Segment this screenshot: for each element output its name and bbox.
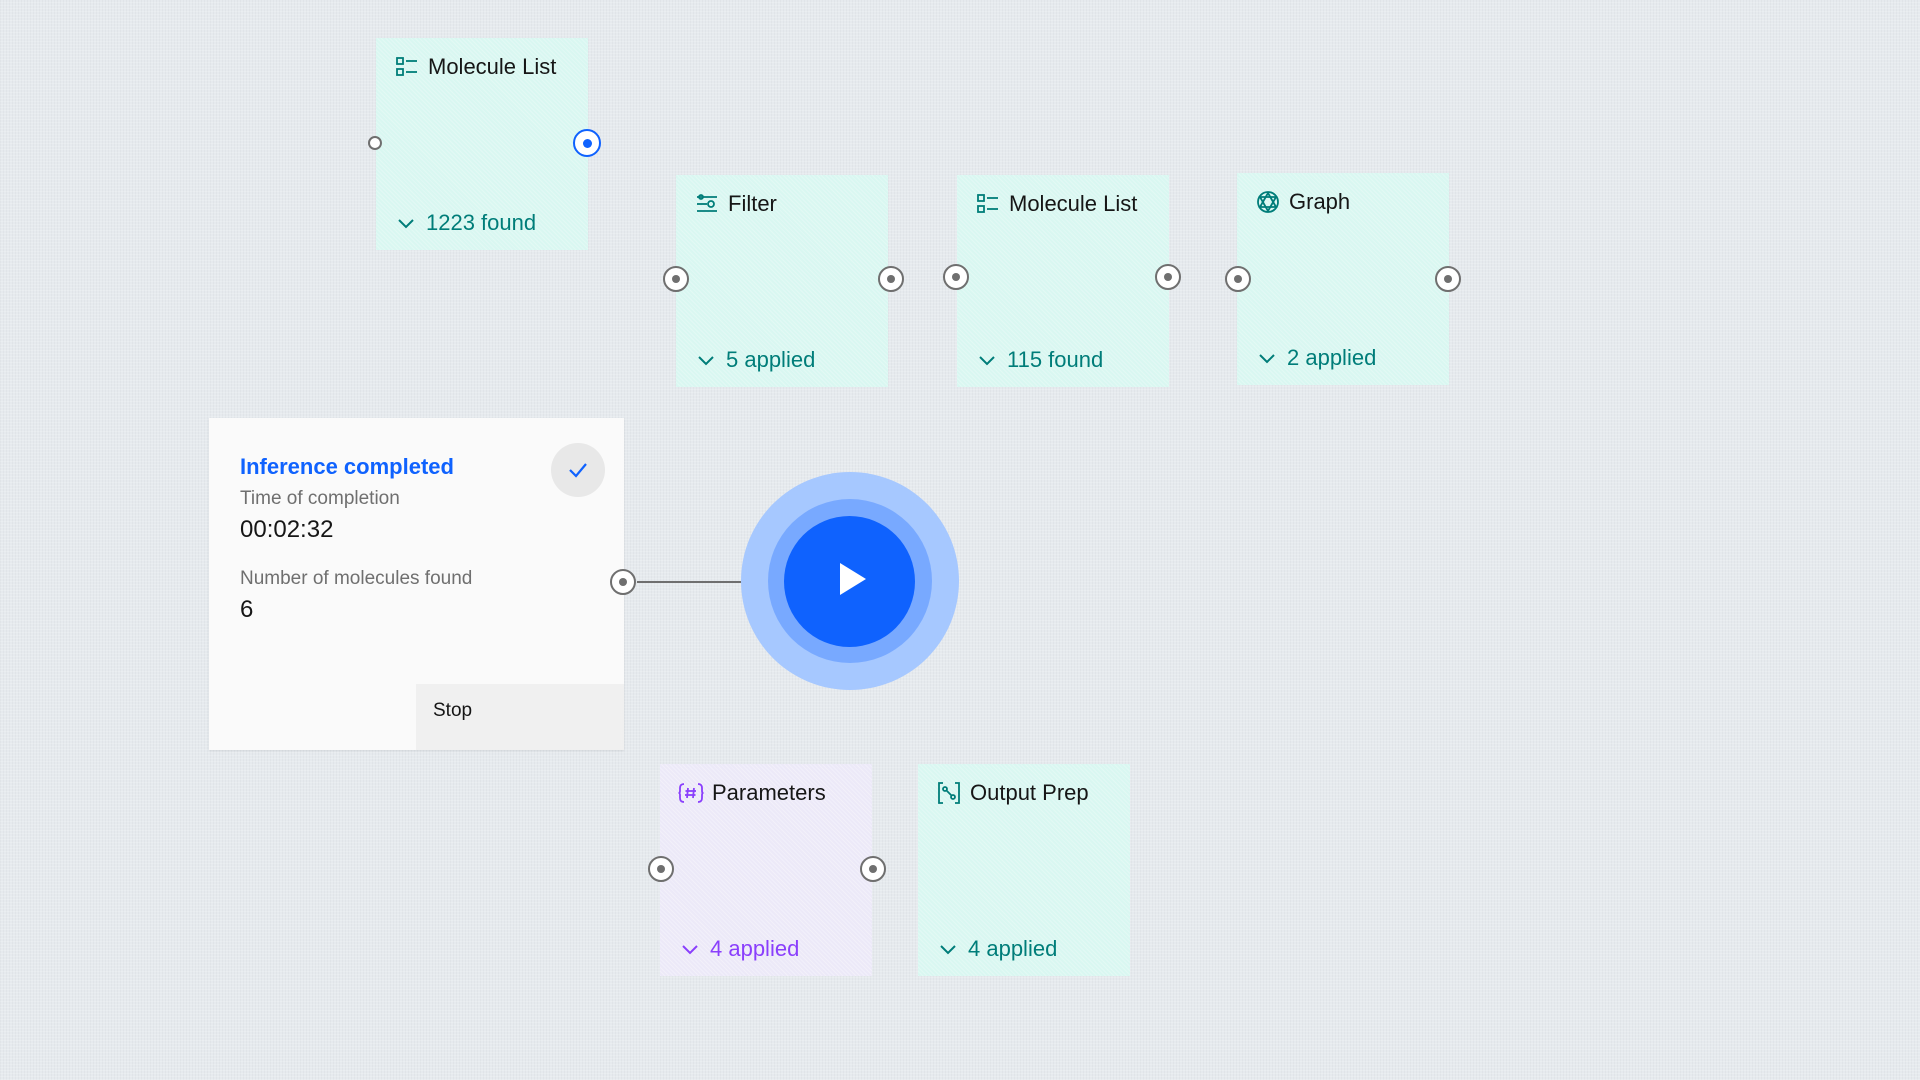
- checkmark-icon: [551, 443, 605, 497]
- node-filter[interactable]: Filter 5 applied: [676, 175, 888, 387]
- node-molecule-list-2[interactable]: Molecule List 115 found: [957, 175, 1169, 387]
- chevron-down-icon[interactable]: [938, 939, 958, 959]
- input-port[interactable]: [648, 856, 674, 882]
- node-molecule-list-1[interactable]: Molecule List 1223 found: [376, 38, 588, 250]
- input-port[interactable]: [368, 136, 382, 150]
- node-footer-count: 4 applied: [710, 936, 800, 961]
- chevron-down-icon[interactable]: [396, 213, 416, 233]
- play-button[interactable]: [784, 516, 915, 647]
- node-title: Filter: [728, 191, 777, 216]
- output-port-active[interactable]: [573, 129, 601, 157]
- chevron-down-icon[interactable]: [1257, 348, 1277, 368]
- output-port[interactable]: [860, 856, 886, 882]
- molecules-found-label: Number of molecules found: [240, 568, 473, 589]
- list-icon: [975, 191, 1001, 217]
- node-title: Output Prep: [970, 780, 1089, 805]
- stop-button[interactable]: Stop: [416, 684, 624, 750]
- node-output-prep[interactable]: Output Prep 4 applied: [918, 764, 1130, 976]
- time-of-completion-label: Time of completion: [240, 488, 400, 509]
- input-port[interactable]: [663, 266, 689, 292]
- input-port[interactable]: [943, 264, 969, 290]
- node-footer-count: 115 found: [1007, 347, 1104, 372]
- node-title: Parameters: [712, 780, 826, 805]
- node-title: Molecule List: [1009, 191, 1138, 216]
- connection-line: [637, 581, 787, 583]
- chevron-down-icon[interactable]: [696, 350, 716, 370]
- node-footer-count: 4 applied: [968, 936, 1058, 961]
- chevron-down-icon[interactable]: [680, 939, 700, 959]
- output-prep-icon: [936, 780, 962, 806]
- output-port[interactable]: [1435, 266, 1461, 292]
- node-footer-count: 1223 found: [426, 210, 537, 235]
- play-icon: [830, 559, 870, 604]
- node-parameters[interactable]: Parameters 4 applied: [660, 764, 872, 976]
- node-footer-count: 2 applied: [1287, 345, 1377, 370]
- parameters-icon: [678, 780, 704, 806]
- chevron-down-icon[interactable]: [977, 350, 997, 370]
- filter-icon: [694, 191, 720, 217]
- molecules-found-value: 6: [240, 596, 254, 623]
- output-port[interactable]: [1155, 264, 1181, 290]
- node-title: Graph: [1289, 189, 1351, 214]
- node-graph[interactable]: Graph 2 applied: [1237, 173, 1449, 385]
- output-port[interactable]: [878, 266, 904, 292]
- input-port[interactable]: [1225, 266, 1251, 292]
- inference-status-title: Inference completed: [240, 454, 454, 479]
- graph-icon: [1255, 189, 1281, 215]
- node-title: Molecule List: [428, 54, 557, 79]
- list-icon: [394, 54, 420, 80]
- inference-status-card: Inference completed Time of completion 0…: [209, 418, 624, 750]
- time-of-completion-value: 00:02:32: [240, 516, 334, 543]
- node-footer-count: 5 applied: [726, 347, 816, 372]
- card-output-port[interactable]: [610, 569, 636, 595]
